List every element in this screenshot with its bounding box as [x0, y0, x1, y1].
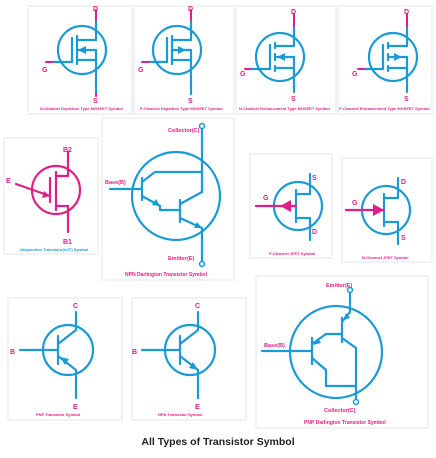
- drain-label: D: [401, 179, 406, 186]
- base-label: B: [10, 349, 15, 356]
- page-title: All Types of Transistor Symbol: [141, 436, 294, 448]
- p-depletion-mosfet-symbol: D G S P-Channel Depletion Type MOSFET Sy…: [133, 5, 235, 115]
- emitter-label: Emitter(E): [168, 256, 194, 262]
- source-label: S: [401, 235, 406, 242]
- b2-label: B2: [63, 147, 72, 154]
- caption: PNP Darlington Transistor Symbol: [304, 420, 386, 426]
- b1-label: B1: [63, 239, 72, 246]
- collector-label: Collector(C): [324, 408, 356, 414]
- source-label: S: [188, 98, 193, 105]
- caption: P-Channel JFET Symbol: [269, 251, 315, 256]
- caption: P-Channel Depletion Type MOSFET Symbol: [140, 106, 223, 111]
- e-label: E: [6, 178, 11, 185]
- caption: PNP Transistor Symbol: [36, 412, 80, 417]
- caption: Unijunction Transistor(UJT) Symbol: [20, 247, 88, 252]
- gate-label: G: [138, 67, 144, 74]
- source-label: S: [291, 96, 296, 103]
- emitter-label: Emitter(E): [326, 283, 352, 289]
- pnp-transistor-symbol: C B E PNP Transistor Symbol: [7, 297, 123, 421]
- drain-label: D: [404, 9, 409, 16]
- n-enhancement-mosfet-symbol: D G S N-Channel Enhancement Type MOSFET …: [235, 5, 337, 115]
- caption: NPN Darlington Transistor Symbol: [125, 272, 208, 278]
- caption: N-Channel JFET Symbol: [362, 255, 408, 260]
- npn-darlington-symbol: Collector(C) Base(B) Emitter(E) NPN Darl…: [101, 117, 235, 281]
- caption: P-Channel Enhancement Type MOSFET Symbol: [339, 106, 430, 111]
- gate-label: G: [352, 200, 358, 207]
- drain-label: D: [93, 6, 98, 13]
- p-enhancement-mosfet-symbol: D G S P-Channel Enhancement Type MOSFET …: [337, 5, 433, 115]
- drain-label: D: [312, 229, 317, 236]
- caption: N-Channel Depletion Type MOSFET Symbol: [40, 106, 123, 111]
- p-jfet-symbol: G S D P-Channel JFET Symbol: [249, 153, 333, 259]
- collector-label: Collector(C): [168, 128, 200, 134]
- emitter-label: E: [73, 404, 78, 411]
- emitter-label: E: [195, 404, 200, 411]
- caption: N-Channel Enhancement Type MOSFET Symbol: [239, 106, 330, 111]
- source-label: S: [93, 98, 98, 105]
- gate-label: G: [42, 67, 48, 74]
- source-label: S: [404, 96, 409, 103]
- pnp-darlington-symbol: Emitter(E) Base(B) Collector(C) PNP Darl…: [255, 275, 429, 429]
- collector-label: C: [195, 303, 200, 310]
- npn-transistor-symbol: C B E NPN Transistor Symbol: [131, 297, 247, 421]
- gate-label: G: [240, 71, 246, 78]
- collector-label: C: [73, 303, 78, 310]
- n-depletion-mosfet-symbol: D G S N-Channel Depletion Type MOSFET Sy…: [27, 5, 133, 115]
- n-jfet-symbol: G D S N-Channel JFET Symbol: [341, 157, 433, 263]
- base-label: B: [132, 349, 137, 356]
- gate-label: G: [352, 71, 358, 78]
- gate-label: G: [263, 195, 269, 202]
- source-label: S: [312, 175, 317, 182]
- caption: NPN Transistor Symbol: [158, 412, 202, 417]
- drain-label: D: [291, 9, 296, 16]
- drain-label: D: [188, 6, 193, 13]
- base-label: Base(B): [105, 180, 126, 186]
- base-label: Base(B): [264, 343, 285, 349]
- ujt-symbol: B2 E B1 Unijunction Transistor(UJT) Symb…: [3, 137, 99, 255]
